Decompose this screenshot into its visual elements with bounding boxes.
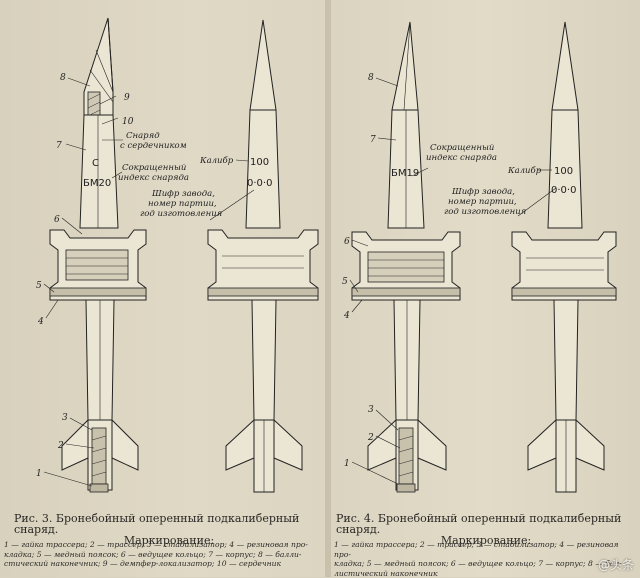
fig3-marking-c: C xyxy=(92,158,99,169)
fig3-part-2: 2 xyxy=(57,441,64,451)
fig3-part-7: 7 xyxy=(56,141,62,151)
fig3-legend: 1 — гайка трассера; 2 — трассер; 3 — ста… xyxy=(4,540,322,569)
fig3-label-lot-l1: Шифр завода, xyxy=(151,189,215,199)
fig3-label-core-l1: Снаряд xyxy=(126,131,160,141)
fig3-legend-line-2: кладка; 5 — медный поясок; 6 — ведущее к… xyxy=(4,550,322,560)
fig4-part-2: 2 xyxy=(367,433,374,443)
fig4-part-8: 8 xyxy=(368,73,374,83)
fig3-part-1: 1 xyxy=(36,469,42,479)
fig3-label-index-l1: Сокращенный xyxy=(122,163,186,173)
fig4-label-index-l1: Сокращенный xyxy=(430,143,494,153)
fig3-part-5: 5 xyxy=(36,281,42,291)
watermark: @头条 xyxy=(598,556,634,573)
fig4-part-1: 1 xyxy=(344,459,350,469)
fig4-part-6: 6 xyxy=(344,237,350,247)
fig4-part-7: 7 xyxy=(370,135,376,145)
fig4-label-lot-l3: год изготовления xyxy=(444,207,527,217)
fig4-label-lot-l1: Шифр завода, xyxy=(451,187,515,197)
fig3-legend-line-1: 1 — гайка трассера; 2 — трассер; 3 — ста… xyxy=(4,540,322,550)
fig3-label-lot-l3: год изготовления xyxy=(140,209,223,219)
fig4-external-shell xyxy=(512,22,616,492)
fig4-cutaway-shell xyxy=(352,22,460,492)
fig3-part-6: 6 xyxy=(54,215,60,225)
fig4-part-3: 3 xyxy=(368,405,374,415)
fig3-marking-index: БМ20 xyxy=(83,178,111,189)
fig3-external-shell xyxy=(208,20,318,492)
fig3-part-10: 10 xyxy=(122,117,134,127)
fig4-label-index-l2: индекс снаряда xyxy=(426,153,497,163)
fig3-part-9: 9 xyxy=(124,93,130,103)
fig3-legend-line-3: стический наконечник; 9 — демпфер-локали… xyxy=(4,559,322,569)
fig4-part-4: 4 xyxy=(343,311,350,321)
fig3-marking-calibre: 100 xyxy=(250,157,269,168)
fig3-label-lot-l2: номер партии, xyxy=(148,199,217,209)
fig3-part-3: 3 xyxy=(62,413,68,423)
fig4-part-5: 5 xyxy=(342,277,348,287)
fig3-part-8: 8 xyxy=(60,73,66,83)
fig3-caption-title: Рис. 3. Бронебойный оперенный подкалибер… xyxy=(14,513,324,535)
fig4-caption-title: Рис. 4. Бронебойный оперенный подкалибер… xyxy=(336,513,636,535)
fig4-marking-lot: 0·0·0 xyxy=(551,185,576,196)
fig4-label-lot-l2: номер партии, xyxy=(448,197,517,207)
fig4-legend-line-2: кладка; 5 — медный поясок; 6 — ведущее к… xyxy=(334,559,636,569)
fig3-part-4: 4 xyxy=(37,317,44,327)
fig3-marking-lot: 0·0·0 xyxy=(247,178,272,189)
fig4-marking-index: БМ19 xyxy=(391,168,419,179)
fig4-legend: 1 — гайка трассера; 2 — трассер; 3 — ста… xyxy=(334,540,636,578)
fig3-label-core-l2: с сердечником xyxy=(120,141,187,151)
fig4-marking-calibre: 100 xyxy=(554,166,573,177)
fig3-label-calibre: Калибр xyxy=(199,155,234,166)
fig4-legend-line-1: 1 — гайка трассера; 2 — трассер; 3 — ста… xyxy=(334,540,636,559)
fig4-label-calibre: Калибр xyxy=(507,165,542,176)
fig3-label-index-l2: индекс снаряда xyxy=(118,173,189,183)
